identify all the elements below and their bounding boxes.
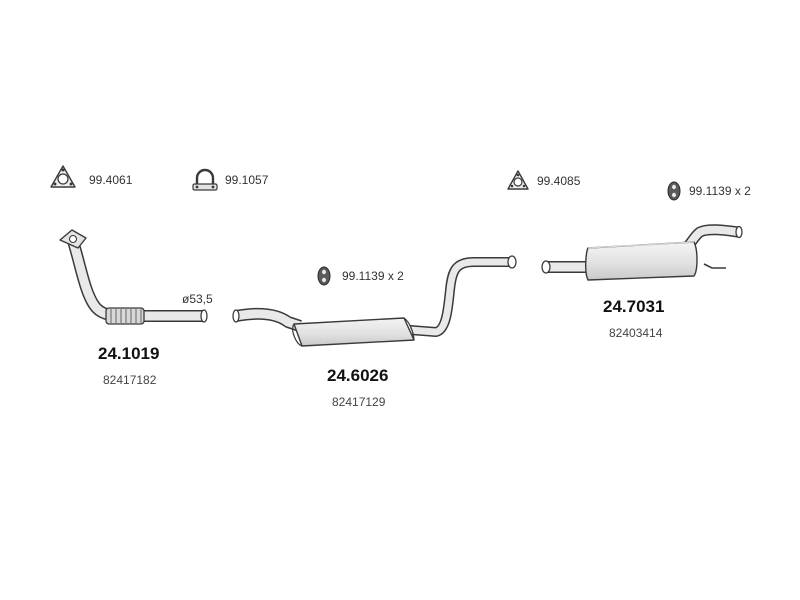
part-number-label: 24.1019 [98, 344, 160, 363]
triangle-flange-gasket-icon [507, 170, 529, 190]
accessory-code-label: 99.4085 [537, 174, 581, 188]
rubber-mount-icon [317, 266, 331, 286]
oem-number-label: 82403414 [609, 326, 663, 340]
part-number-label: 24.7031 [603, 297, 665, 316]
oem-number-label: 82417182 [103, 373, 157, 387]
u-bolt-clamp-icon [192, 168, 218, 191]
rubber-mount-icon [667, 181, 681, 201]
accessory-code-label: 99.1057 [225, 173, 269, 187]
part-number-label: 24.6026 [327, 366, 389, 385]
triangle-flange-gasket-icon [50, 165, 76, 188]
accessory-code-label: 99.1139 x 2 [342, 269, 404, 283]
pipe-diameter-label: ø53,5 [182, 292, 213, 306]
accessory-code-label: 99.1139 x 2 [689, 184, 751, 198]
oem-number-label: 82417129 [332, 395, 386, 409]
front-pipe-icon [59, 229, 208, 325]
accessory-code-label: 99.4061 [89, 173, 133, 187]
rear-silencer-icon [541, 224, 743, 281]
middle-silencer-icon [232, 255, 517, 347]
